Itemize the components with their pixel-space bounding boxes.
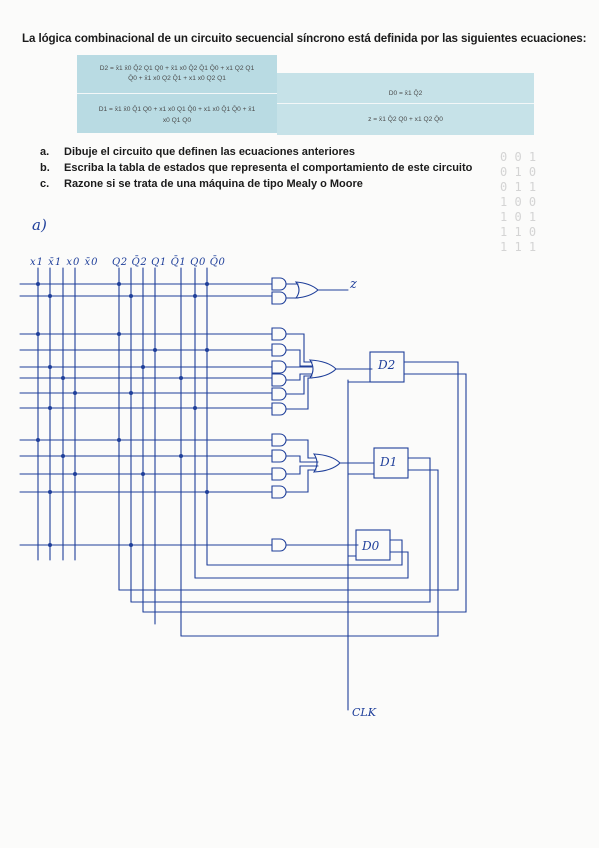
equation-d0: D0 = x̄1 Q̄2: [388, 90, 423, 97]
equation-d2-line2: Q̄0 + x̄1 x0 Q2 Q̄1 + x1 x0 Q2 Q1: [128, 75, 226, 82]
flipflop-d1-label: D1: [380, 455, 398, 469]
variable-rails: [37, 267, 208, 637]
or-gates: [294, 281, 341, 473]
equation-divider-right: [277, 103, 534, 104]
equation-d1-line2: x0 Q1 Q0: [162, 117, 192, 124]
gate-connections: [285, 283, 375, 546]
clock-label: CLK: [352, 706, 376, 719]
input-variables-label: x1 x̄1 x0 x̄0: [30, 257, 99, 268]
question-text: Escriba la tabla de estados que represen…: [64, 162, 473, 174]
problem-statement: La lógica combinacional de un circuito s…: [22, 32, 587, 45]
flipflops: [355, 351, 409, 561]
equation-divider: [77, 93, 277, 94]
question-b: b. Escriba la tabla de estados que repres…: [40, 162, 472, 174]
feedback-wires: [118, 361, 467, 637]
output-z-label: z: [350, 277, 357, 292]
question-text: Dibuje el circuito que definen las ecuac…: [64, 146, 355, 158]
flipflop-d0-label: D0: [362, 539, 380, 553]
junction-dots: [36, 282, 209, 547]
question-letter: b.: [40, 162, 50, 174]
and-gates: [271, 277, 287, 552]
question-text: Razone si se trata de una máquina de tip…: [64, 178, 363, 190]
equation-d1-line1: D1 = x̄1 x̄0 Q̄1 Q0 + x1 x0 Q1 Q̄0 + x1 …: [98, 106, 256, 113]
question-letter: c.: [40, 178, 50, 190]
equation-z: z = x̄1 Q̄2 Q0 + x1 Q2 Q̄0: [368, 116, 443, 123]
equations-highlight-left: D2 = x̄1 x̄0 Q̄2 Q1 Q0 + x̄1 x0 Q̄2 Q̄1 …: [77, 55, 277, 133]
question-a: a. Dibuje el circuito que definen las ecu…: [40, 146, 355, 158]
question-letter: a.: [40, 146, 50, 158]
equation-d2-line1: D2 = x̄1 x̄0 Q̄2 Q1 Q0 + x̄1 x0 Q̄2 Q̄1 …: [99, 65, 255, 72]
question-c: c. Razone si se trata de una máquina de t…: [40, 178, 363, 190]
part-a-label: a): [32, 216, 47, 234]
flipflop-d2-label: D2: [378, 358, 396, 372]
equations-highlight-right: D0 = x̄1 Q̄2 z = x̄1 Q̄2 Q0 + x1 Q2 Q̄0: [277, 73, 534, 135]
product-lines: [19, 283, 273, 546]
state-variables-label: Q2 Q̄2 Q1 Q̄1 Q0 Q̄0: [112, 257, 226, 268]
